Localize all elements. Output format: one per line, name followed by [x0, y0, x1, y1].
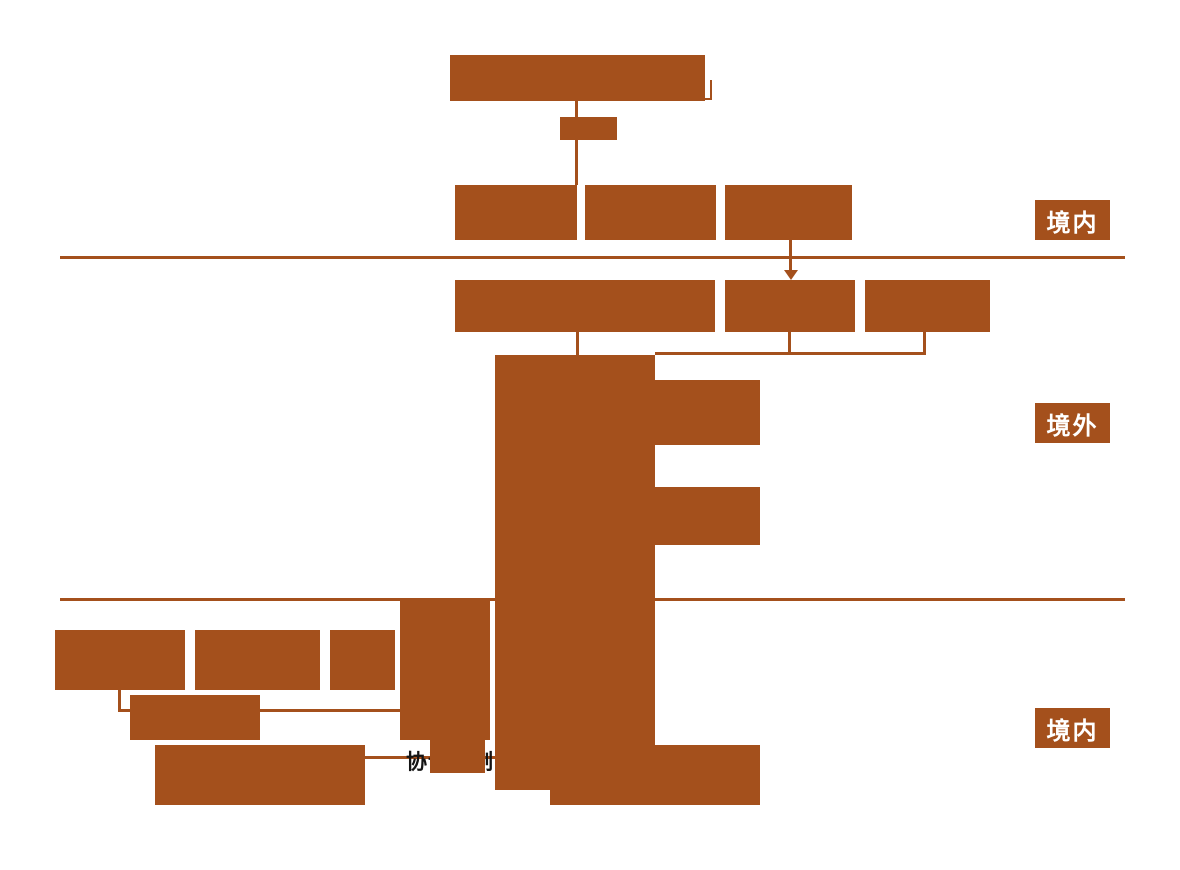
region-badge-overseas: 境外: [1035, 403, 1110, 443]
node-branch-right-1: [655, 380, 760, 445]
mid-connector-line: [576, 331, 579, 355]
node-annotation-overlap: [430, 740, 485, 773]
node-row2-wide: [455, 280, 715, 332]
top-box-corner-tick-vertical: [710, 80, 712, 100]
bracket-horizontal: [655, 352, 926, 355]
bracket-vertical-right: [923, 331, 926, 355]
node-bottom-left-2: [195, 630, 320, 690]
bottom-left-bracket-vertical: [118, 690, 121, 712]
node-bottom-left-1: [55, 630, 185, 690]
separator-line-top: [60, 256, 1125, 259]
node-ratio-label: [560, 117, 617, 140]
arrow-shaft: [789, 240, 792, 271]
top-connector-line: [575, 101, 578, 185]
node-row1-1: [455, 185, 577, 240]
node-bottom-left-4: [130, 695, 260, 740]
node-row2-2: [725, 280, 855, 332]
node-row2-3: [865, 280, 990, 332]
node-bottom-tall: [400, 600, 490, 740]
region-badge-domestic-bottom: 境内: [1035, 708, 1110, 748]
node-main-column: [495, 355, 655, 790]
arrow-head-down-icon: [784, 270, 798, 280]
node-bottom-left-5: [155, 745, 365, 805]
node-branch-right-2: [655, 487, 760, 545]
node-bottom-wide: [550, 745, 760, 805]
node-bottom-left-3: [330, 630, 395, 690]
node-row1-2: [585, 185, 716, 240]
region-badge-domestic-top: 境内: [1035, 200, 1110, 240]
node-row1-3: [725, 185, 852, 240]
bracket-vertical-left: [788, 331, 791, 355]
top-box-corner-tick-horizontal: [701, 98, 712, 100]
node-top: [450, 55, 705, 101]
